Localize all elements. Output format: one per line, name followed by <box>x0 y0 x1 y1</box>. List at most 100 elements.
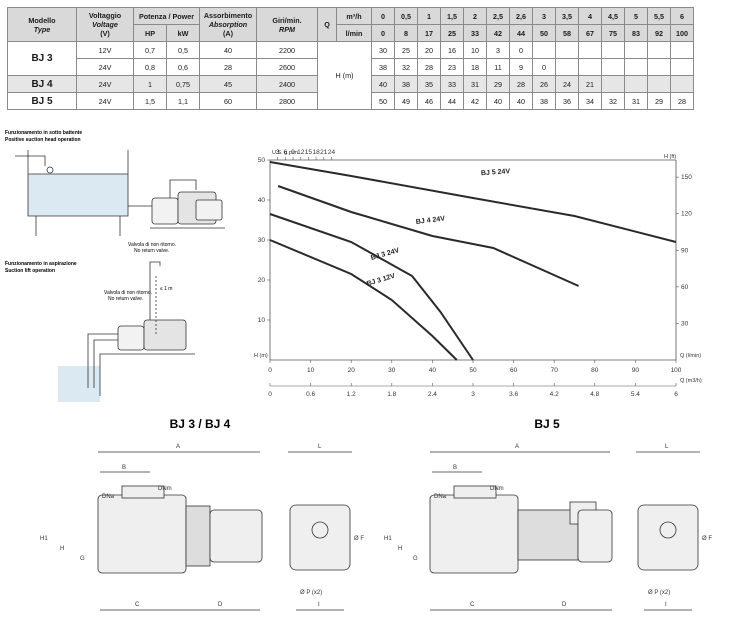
y2-tick-label: 90 <box>681 247 689 254</box>
positive-title-it: Funzionamento in sotto battente <box>5 130 82 136</box>
series-label-2: BJ 4 24V <box>416 215 446 226</box>
xtop-tick-label: 18 <box>312 149 320 156</box>
svg-text:B: B <box>122 465 126 471</box>
series-label-1: BJ 5 24V <box>481 168 511 177</box>
x-tick-label: 40 <box>429 367 437 374</box>
x-tick-label: 20 <box>348 367 356 374</box>
svg-text:G: G <box>80 556 85 562</box>
series-line-2 <box>277 185 580 287</box>
xtop-tick-label: 12 <box>297 149 305 156</box>
x2-tick-label: 1.8 <box>387 391 396 398</box>
dimension-drawings: BJ 3 / BJ 4 BJ 5 A B C D H1 H G DNa DNm … <box>40 417 712 611</box>
x2-axis-label: Q (m3/h) <box>680 378 702 384</box>
xtop-tick-label: 3 <box>276 149 280 156</box>
xtop-tick-label: 21 <box>320 149 328 156</box>
x-tick-label: 70 <box>551 367 559 374</box>
y2-tick-label: 30 <box>681 320 689 327</box>
svg-text:H1: H1 <box>384 536 392 542</box>
x-tick-label: 10 <box>307 367 315 374</box>
svg-text:G: G <box>413 556 418 562</box>
y-tick-label: 40 <box>258 197 266 204</box>
xtop-axis-label: U.S. g.p.m. <box>272 150 300 156</box>
positive-title-en: Positive suction head operation <box>5 137 81 143</box>
svg-text:DNa: DNa <box>434 494 447 500</box>
x-tick-label: 50 <box>469 367 477 374</box>
series-label-4: BJ 3 12V <box>366 273 396 288</box>
x2-tick-label: 4.8 <box>590 391 599 398</box>
svg-text:C: C <box>135 602 140 608</box>
xtop-tick-label: 15 <box>305 149 313 156</box>
title-bj5: BJ 5 <box>534 417 560 431</box>
x2-tick-label: 0 <box>268 391 272 398</box>
y-tick-label: 20 <box>258 277 266 284</box>
svg-text:L: L <box>665 444 669 450</box>
lift-illustration <box>58 261 195 402</box>
y-tick-label: 10 <box>258 317 266 324</box>
svg-text:I: I <box>318 602 320 608</box>
y2-tick-label: 120 <box>681 211 692 218</box>
svg-text:Ø P (x2): Ø P (x2) <box>300 590 322 596</box>
x-tick-label: 80 <box>591 367 599 374</box>
svg-text:H1: H1 <box>40 536 48 542</box>
x2-tick-label: 6 <box>674 391 678 398</box>
svg-text:H: H <box>60 546 64 552</box>
valve-label-it: Valvola di non ritorno. <box>128 242 176 248</box>
valve-label-it-2: Valvola di non ritorno. <box>104 290 152 296</box>
valve-label-en: No return valve. <box>134 248 169 254</box>
lift-height-label: ≤ 1 m <box>160 286 172 292</box>
y2-axis-label: H (ft) <box>664 154 676 160</box>
y2-tick-label: 60 <box>681 284 689 291</box>
svg-text:D: D <box>562 602 567 608</box>
x-tick-label: 90 <box>632 367 640 374</box>
svg-text:D: D <box>218 602 223 608</box>
x2-tick-label: 5.4 <box>631 391 640 398</box>
svg-text:B: B <box>453 465 457 471</box>
col-q: Q <box>317 7 337 42</box>
x2-tick-label: 1.2 <box>347 391 356 398</box>
svg-text:DNa: DNa <box>102 494 115 500</box>
series-line-1 <box>269 161 677 243</box>
x2-tick-label: 2.4 <box>428 391 437 398</box>
y-tick-label: 50 <box>258 157 266 164</box>
tank-illustration <box>15 150 158 236</box>
x-axis-label: Q (l/min) <box>680 353 701 359</box>
svg-text:A: A <box>176 444 180 450</box>
xtop-tick-label: 24 <box>328 149 336 156</box>
x-tick-label: 0 <box>268 367 272 374</box>
col-power: Potenza / Power <box>133 7 200 25</box>
svg-text:C: C <box>470 602 475 608</box>
svg-text:A: A <box>515 444 519 450</box>
col-rpm: Giri/min.RPM <box>256 7 318 42</box>
svg-text:Ø P (x2): Ø P (x2) <box>648 590 670 596</box>
svg-text:L: L <box>318 444 322 450</box>
svg-text:DNm: DNm <box>158 486 172 492</box>
pump-top-illustration <box>150 179 225 229</box>
y-axis-label: H (m) <box>254 353 268 359</box>
xtop-tick-label: 6 <box>284 149 288 156</box>
x-tick-label: 30 <box>388 367 396 374</box>
head-label: H (m) <box>317 41 372 110</box>
bj3-side-view: A B C D H1 H G DNa DNm <box>40 444 263 611</box>
series-label-3: BJ 3 24V <box>370 247 400 262</box>
xtop-tick-label: 9 <box>291 149 295 156</box>
bj5-side-view: A B C D H1 H G DNa DNm <box>384 444 613 611</box>
series-line-4 <box>269 239 458 361</box>
title-bj3-bj4: BJ 3 / BJ 4 <box>170 417 231 431</box>
bj5-front-view: L I Ø P (x2) Ø F <box>636 444 712 611</box>
y-tick-label: 30 <box>258 237 266 244</box>
x-tick-label: 60 <box>510 367 518 374</box>
series-line-3 <box>269 213 474 361</box>
svg-text:DNm: DNm <box>490 486 504 492</box>
installation-diagrams: Funzionamento in sotto battente Positive… <box>5 130 225 402</box>
svg-text:Ø F: Ø F <box>702 536 712 542</box>
svg-text:Ø F: Ø F <box>354 536 364 542</box>
x2-tick-label: 3 <box>471 391 475 398</box>
